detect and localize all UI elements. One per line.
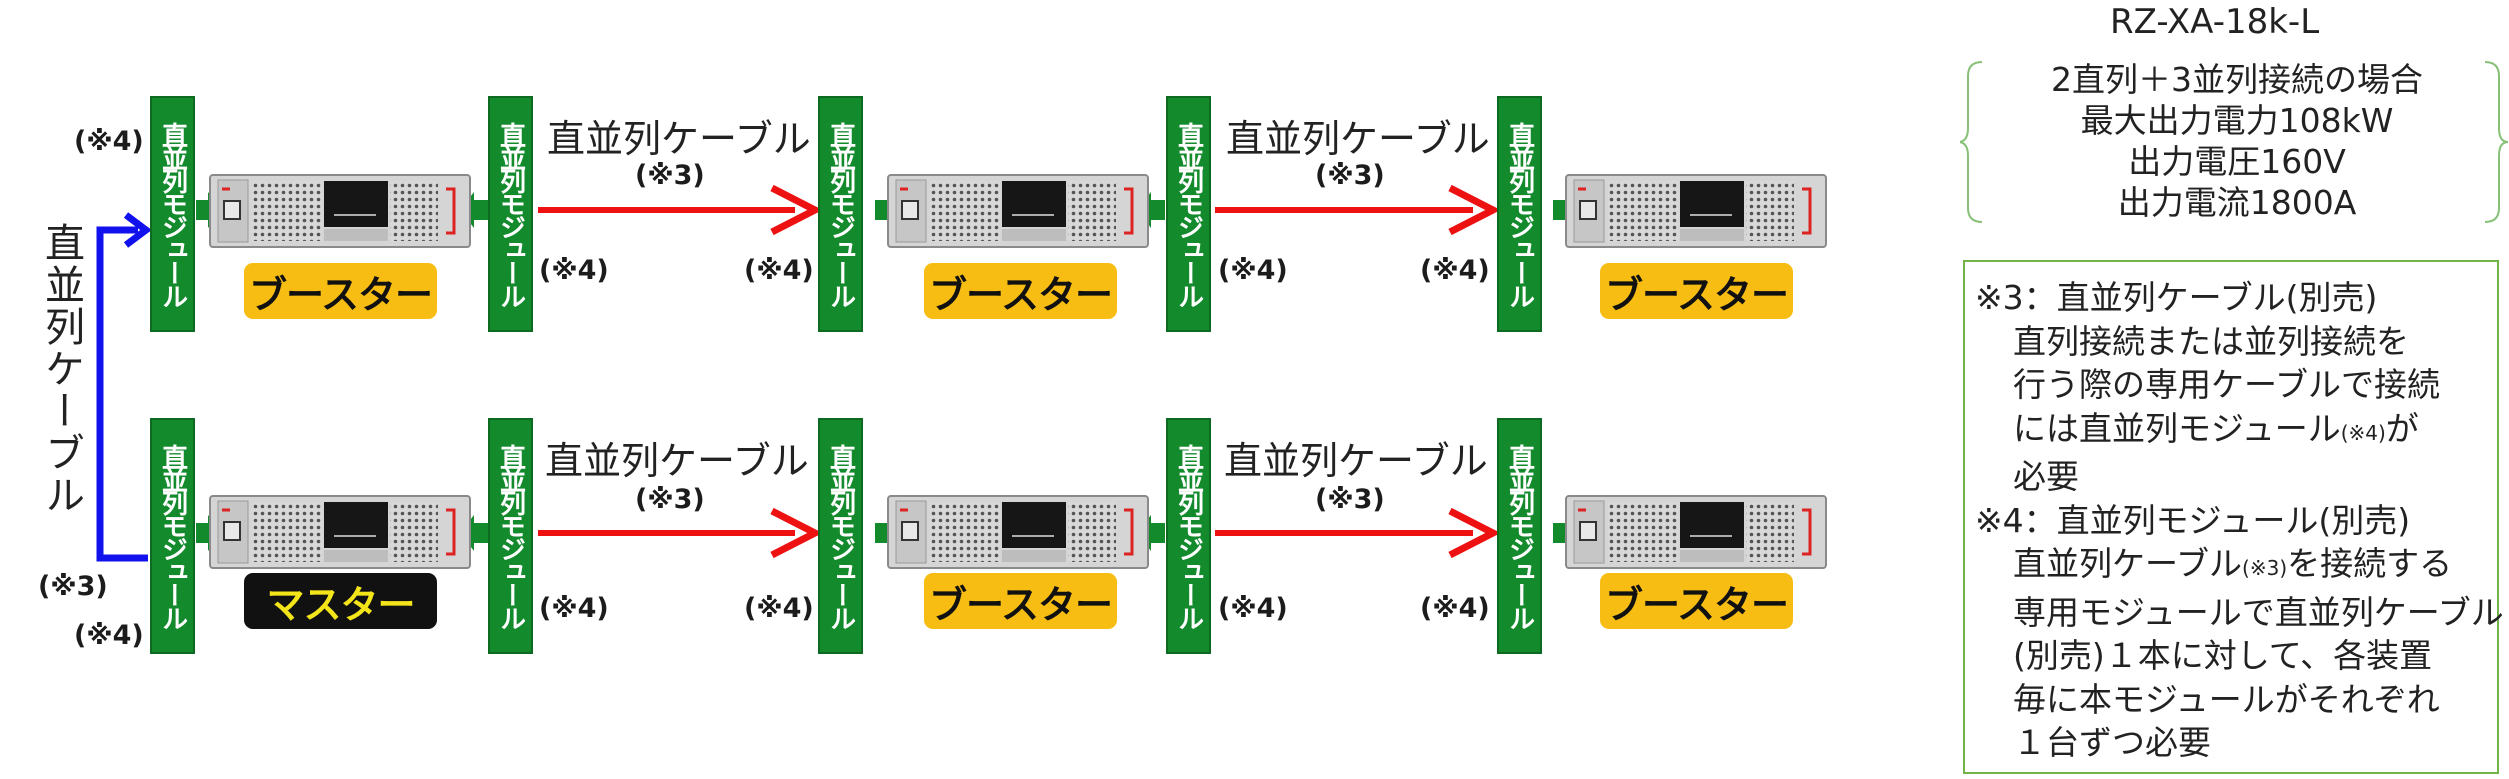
parallel-cable — [96, 212, 152, 562]
model-name: RZ-XA-18k-L — [2110, 2, 2320, 42]
ref4-top-c: (※4) — [744, 255, 814, 286]
ref3-top-2: (※3) — [1315, 160, 1385, 191]
ref4-bottom-b: (※4) — [539, 593, 609, 624]
note3-line-3: には直並列モジュール(※4)が — [1975, 407, 2487, 456]
ref3-parallel: (※3) — [38, 571, 108, 602]
module-bottom-4: 直並列モジュール — [1166, 418, 1211, 654]
ref4-bottom-d: (※4) — [1218, 593, 1288, 624]
ref3-bottom-2: (※3) — [1315, 484, 1385, 515]
spec-line-1: 2直列＋3並列接続の場合 — [2051, 60, 2423, 99]
ref4-top-a: (※4) — [74, 126, 144, 157]
cable-label-bottom-1: 直並列ケーブル — [545, 439, 809, 483]
cable-label-top-1: 直並列ケーブル — [547, 117, 811, 161]
spec-line-4: 出力電流1800A — [2117, 183, 2357, 222]
spec-line-2: 最大出力電力108kW — [2080, 101, 2394, 140]
ref4-top-e: (※4) — [1420, 255, 1490, 286]
note4-line-1: 直並列ケーブル(※3)を接続する — [1975, 542, 2487, 591]
note3-line-1: 直列接続または並列接続を — [2013, 321, 2409, 361]
booster-unit-top-1 — [208, 173, 472, 249]
booster-unit-bottom-3 — [1564, 494, 1828, 570]
series-cable-top-1 — [538, 184, 823, 236]
booster-unit-bottom-2 — [886, 494, 1150, 570]
series-cable-bottom-1 — [538, 507, 823, 559]
note3-title: ※3：直並列ケーブル(別売) — [1975, 278, 2378, 317]
note4-line-3: (別売)１本に対して、各装置 — [2013, 636, 2433, 675]
ref4-bottom-e: (※4) — [1420, 593, 1490, 624]
spec-block: 2直列＋3並列接続の場合 最大出力電力108kW 出力電圧160V 出力電流18… — [1968, 58, 2506, 224]
role-badge-booster-bottom-3: ブースター — [1600, 573, 1793, 629]
wiring-diagram — [96, 173, 1828, 570]
spec-brackets — [1960, 61, 2509, 223]
note3-line-3b: (※4) — [2340, 420, 2386, 445]
note3-line-3c: が — [2385, 408, 2419, 448]
module-top-1: 直並列モジュール — [150, 96, 195, 332]
ref3-top-1: (※3) — [635, 160, 705, 191]
module-top-4: 直並列モジュール — [1166, 96, 1211, 332]
role-badge-booster-top-1: ブースター — [244, 263, 437, 319]
ref4-bottom-a: (※4) — [74, 620, 144, 651]
note4-line-4: 毎に本モジュールがそれぞれ — [2013, 679, 2440, 719]
role-badge-master: マスター — [244, 573, 437, 629]
note4-line-1c: を接続する — [2287, 544, 2453, 583]
ref3-bottom-1: (※3) — [635, 484, 705, 515]
note4-line-1a: 直並列ケーブル — [2013, 544, 2243, 583]
notes-box: ※3：直並列ケーブル(別売) 直列接続または並列接続を 行う際の専用ケーブルで接… — [1963, 260, 2504, 774]
master-unit — [208, 494, 472, 570]
cable-label-top-2: 直並列ケーブル — [1226, 117, 1490, 161]
note4-line-2: 専用モジュールで直並列ケーブル — [2013, 592, 2504, 632]
module-bottom-5: 直並列モジュール — [1497, 418, 1542, 654]
module-bottom-2: 直並列モジュール — [488, 418, 533, 654]
series-cable-bottom-2 — [1215, 507, 1501, 559]
ref4-top-d: (※4) — [1218, 255, 1288, 286]
note4-line-1b: (※3) — [2242, 556, 2288, 580]
module-top-3: 直並列モジュール — [818, 96, 863, 332]
ref4-top-b: (※4) — [539, 255, 609, 286]
cable-label-bottom-2: 直並列ケーブル — [1224, 439, 1488, 483]
note4-title: ※4：直並列モジュール(別売) — [1975, 500, 2411, 540]
series-cable-top-2 — [1215, 184, 1501, 236]
role-badge-booster-bottom-2: ブースター — [924, 573, 1117, 629]
note3-line-2: 行う際の専用ケーブルで接続 — [2013, 365, 2441, 404]
role-badge-booster-top-2: ブースター — [924, 263, 1117, 319]
module-top-5: 直並列モジュール — [1497, 96, 1542, 332]
booster-unit-top-3 — [1564, 173, 1828, 249]
note4-line-5: １台ずつ必要 — [2013, 723, 2211, 762]
role-badge-booster-top-3: ブースター — [1600, 263, 1793, 319]
parallel-cable-label: 直並列ケーブル — [38, 222, 84, 516]
module-bottom-1: 直並列モジュール — [150, 418, 195, 654]
module-bottom-3: 直並列モジュール — [818, 418, 863, 654]
booster-unit-top-2 — [886, 173, 1150, 249]
spec-line-3: 出力電圧160V — [2128, 142, 2346, 181]
note3-line-4: 必要 — [2013, 457, 2079, 496]
ref4-bottom-c: (※4) — [744, 593, 814, 624]
note3-line-3a: には直並列モジュール — [2013, 408, 2341, 448]
module-top-2: 直並列モジュール — [488, 96, 533, 332]
